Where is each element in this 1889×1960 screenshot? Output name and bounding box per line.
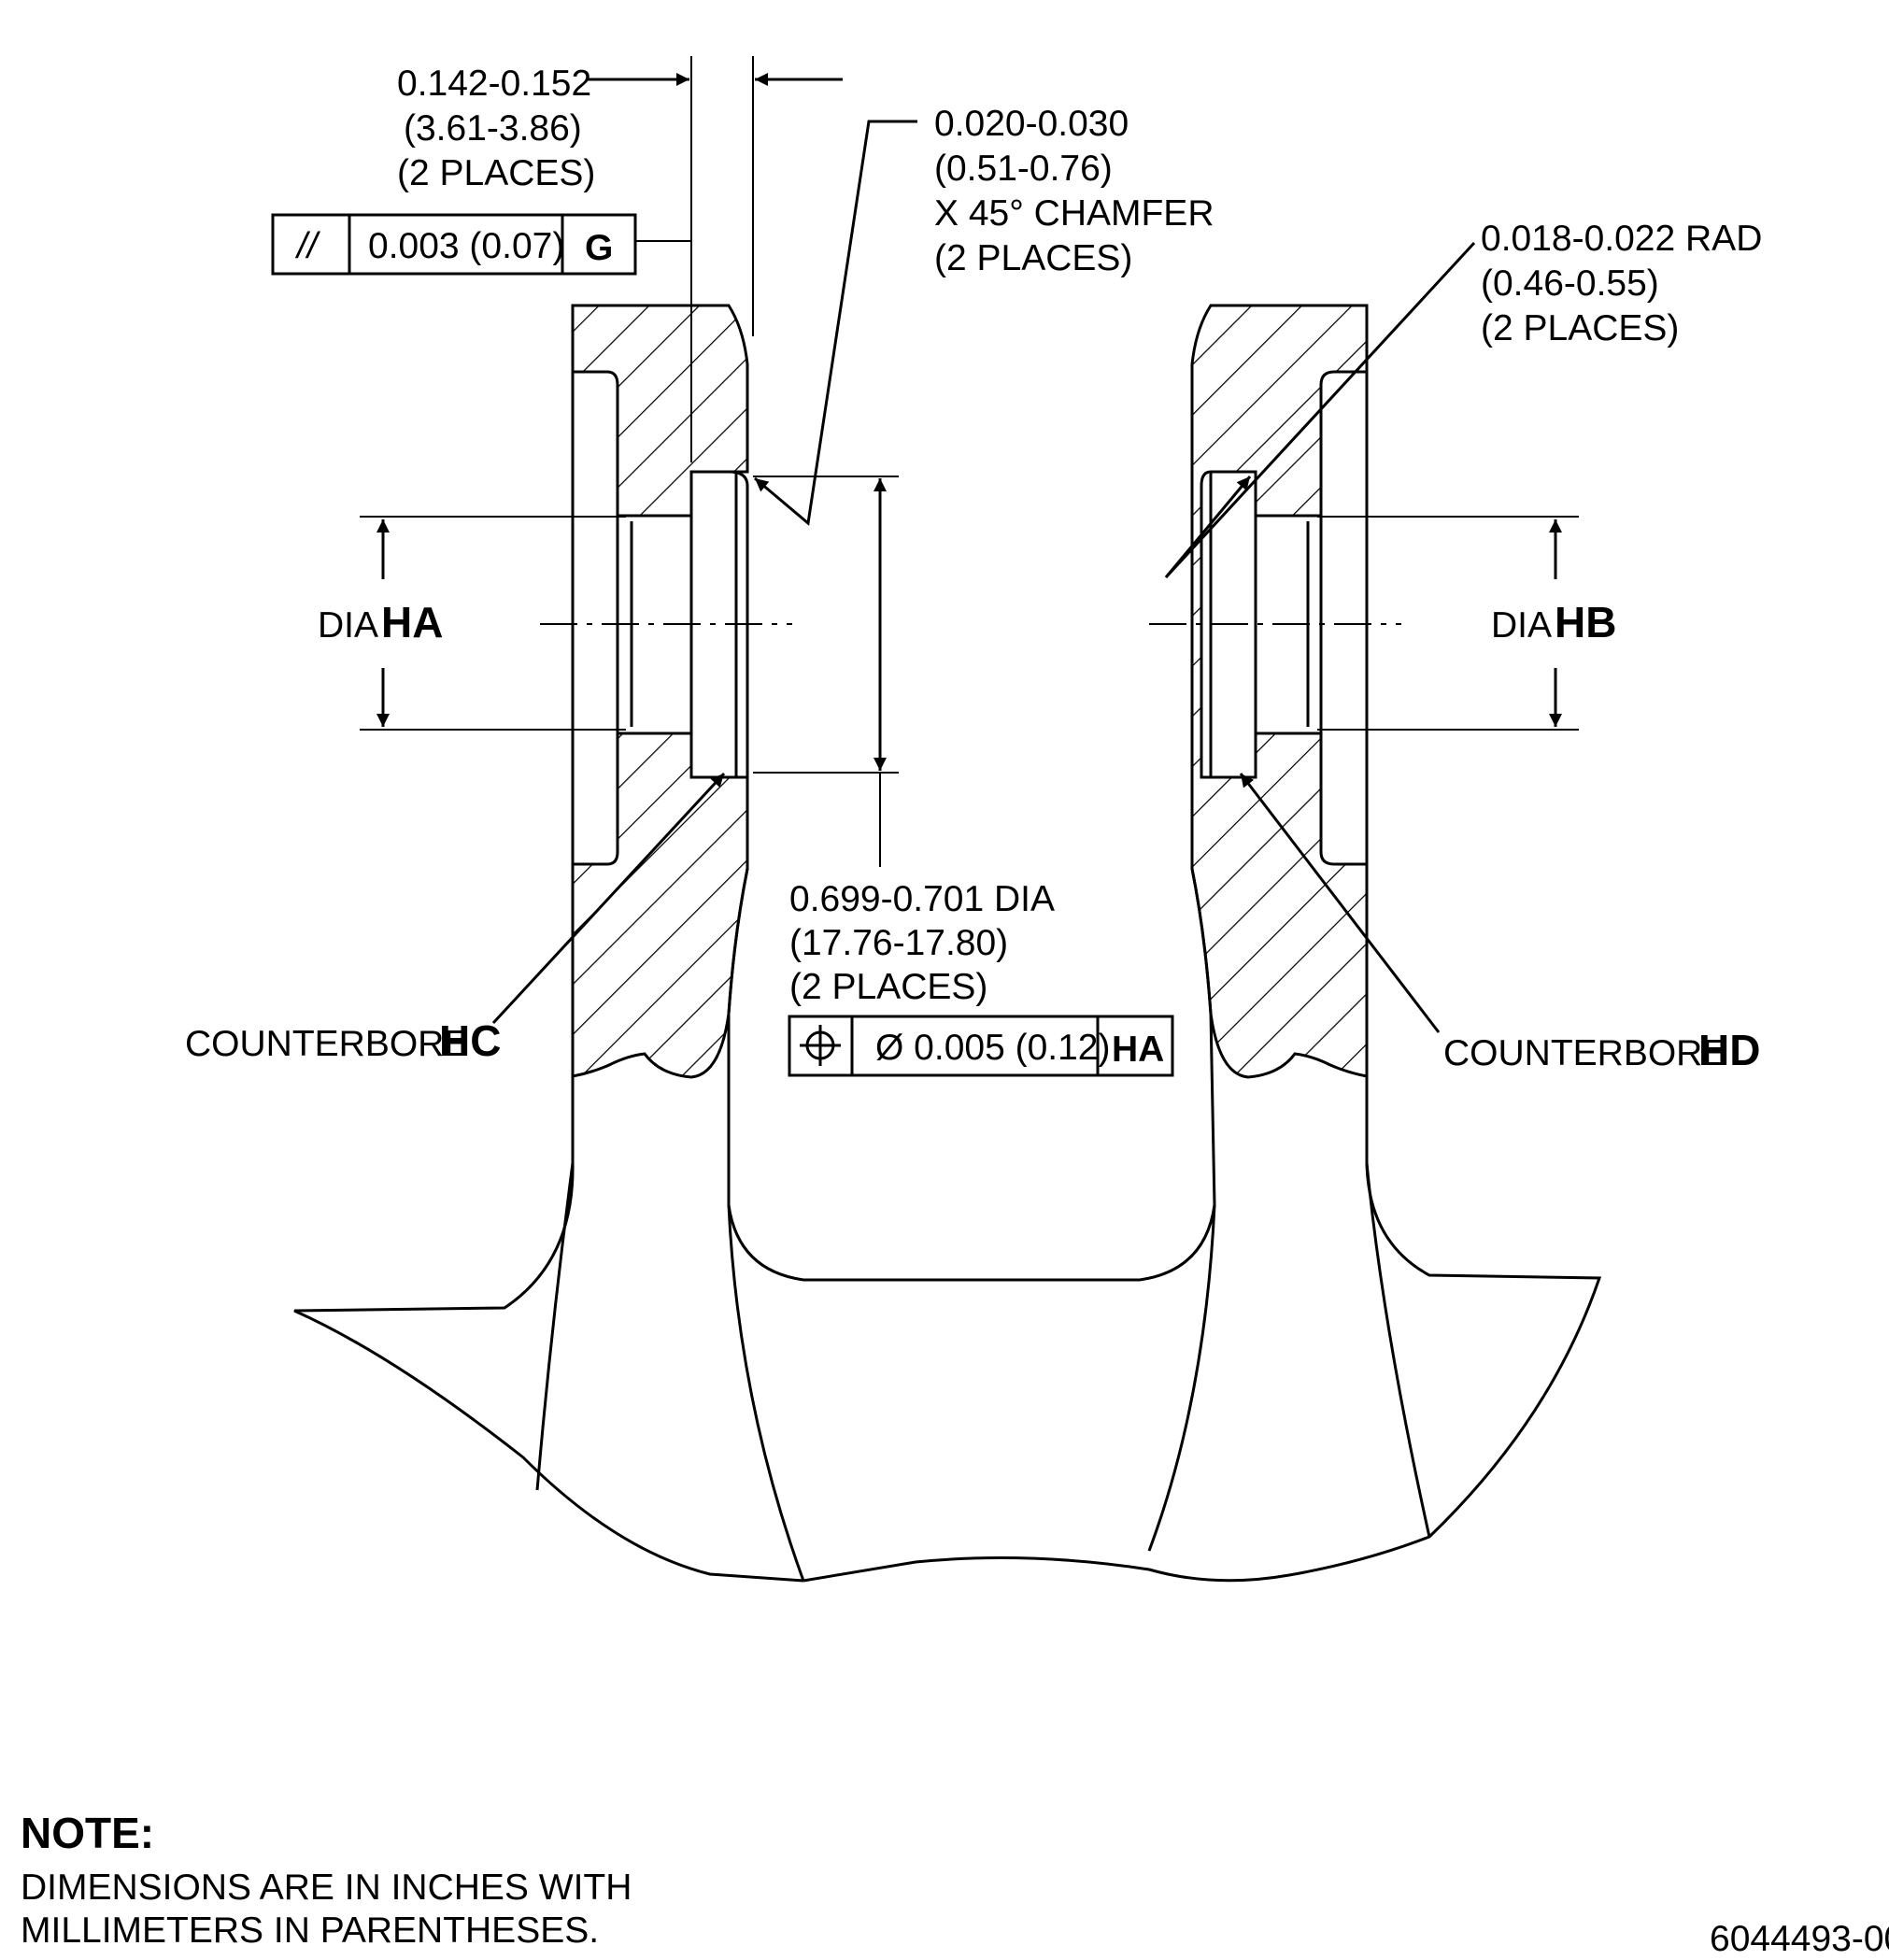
- parallelism-symbol: //: [294, 226, 321, 266]
- drawing-number: 6044493-00: [1710, 1919, 1889, 1959]
- chamfer-spec: X 45° CHAMFER: [934, 193, 1214, 234]
- counterbore-hd-prefix: COUNTERBORE: [1443, 1033, 1726, 1073]
- right-ear-section: [1190, 304, 1369, 1079]
- wall-thickness-inch: 0.142-0.152: [397, 64, 591, 104]
- chamfer-callout: 0.020-0.030 (0.51-0.76) X 45° CHAMFER (2…: [754, 104, 1214, 526]
- bore-dia-mm: (17.76-17.80): [789, 923, 1008, 963]
- parallelism-feature-control-frame: // 0.003 (0.07) G: [271, 213, 637, 276]
- radius-mm: (0.46-0.55): [1481, 263, 1659, 304]
- dia-hb-dimension: DIA HB: [1317, 516, 1616, 731]
- wall-thickness-dimension: 0.142-0.152 (3.61-3.86) (2 PLACES): [397, 56, 843, 462]
- dia-hb-prefix: DIA: [1491, 605, 1552, 646]
- yoke-body-outline: [293, 868, 1602, 1583]
- left-ear-section: [571, 304, 749, 1079]
- radius-callout: 0.018-0.022 RAD (0.46-0.55) (2 PLACES): [1164, 219, 1762, 579]
- parallelism-datum: G: [585, 228, 613, 268]
- note-block: NOTE: DIMENSIONS ARE IN INCHES WITH MILL…: [21, 1809, 632, 1951]
- counterbore-hc-label: HC: [439, 1016, 501, 1065]
- counterbore-hd-callout: COUNTERBORE HD: [1239, 773, 1760, 1074]
- bore-dia-inch: 0.699-0.701 DIA: [789, 879, 1055, 919]
- chamfer-places: (2 PLACES): [934, 238, 1132, 278]
- parallelism-tolerance: 0.003 (0.07): [368, 226, 564, 266]
- dia-ha-dimension: DIA HA: [318, 516, 626, 731]
- bore-diameter-dimension: 0.699-0.701 DIA (17.76-17.80) (2 PLACES): [753, 476, 1055, 1007]
- radius-places: (2 PLACES): [1481, 308, 1679, 348]
- wall-thickness-mm: (3.61-3.86): [404, 108, 582, 149]
- position-tolerance: Ø 0.005 (0.12): [875, 1028, 1110, 1068]
- radius-inch: 0.018-0.022 RAD: [1481, 219, 1762, 259]
- chamfer-mm: (0.51-0.76): [934, 149, 1113, 189]
- counterbore-hc-callout: COUNTERBORE HC: [185, 772, 726, 1065]
- note-line-1: DIMENSIONS ARE IN INCHES WITH: [21, 1868, 632, 1908]
- position-datum: HA: [1112, 1030, 1164, 1070]
- wall-thickness-places: (2 PLACES): [397, 153, 595, 193]
- counterbore-hd-label: HD: [1698, 1026, 1760, 1074]
- counterbore-hc-prefix: COUNTERBORE: [185, 1024, 468, 1064]
- position-symbol-icon: [800, 1025, 841, 1066]
- note-heading: NOTE:: [21, 1809, 154, 1857]
- bore-dia-places: (2 PLACES): [789, 967, 987, 1007]
- dia-ha-label: HA: [381, 598, 443, 646]
- chamfer-inch: 0.020-0.030: [934, 104, 1129, 144]
- position-feature-control-frame: Ø 0.005 (0.12) HA: [788, 1015, 1174, 1077]
- dia-ha-prefix: DIA: [318, 605, 378, 646]
- dia-hb-label: HB: [1555, 598, 1616, 646]
- note-line-2: MILLIMETERS IN PARENTHESES.: [21, 1910, 599, 1951]
